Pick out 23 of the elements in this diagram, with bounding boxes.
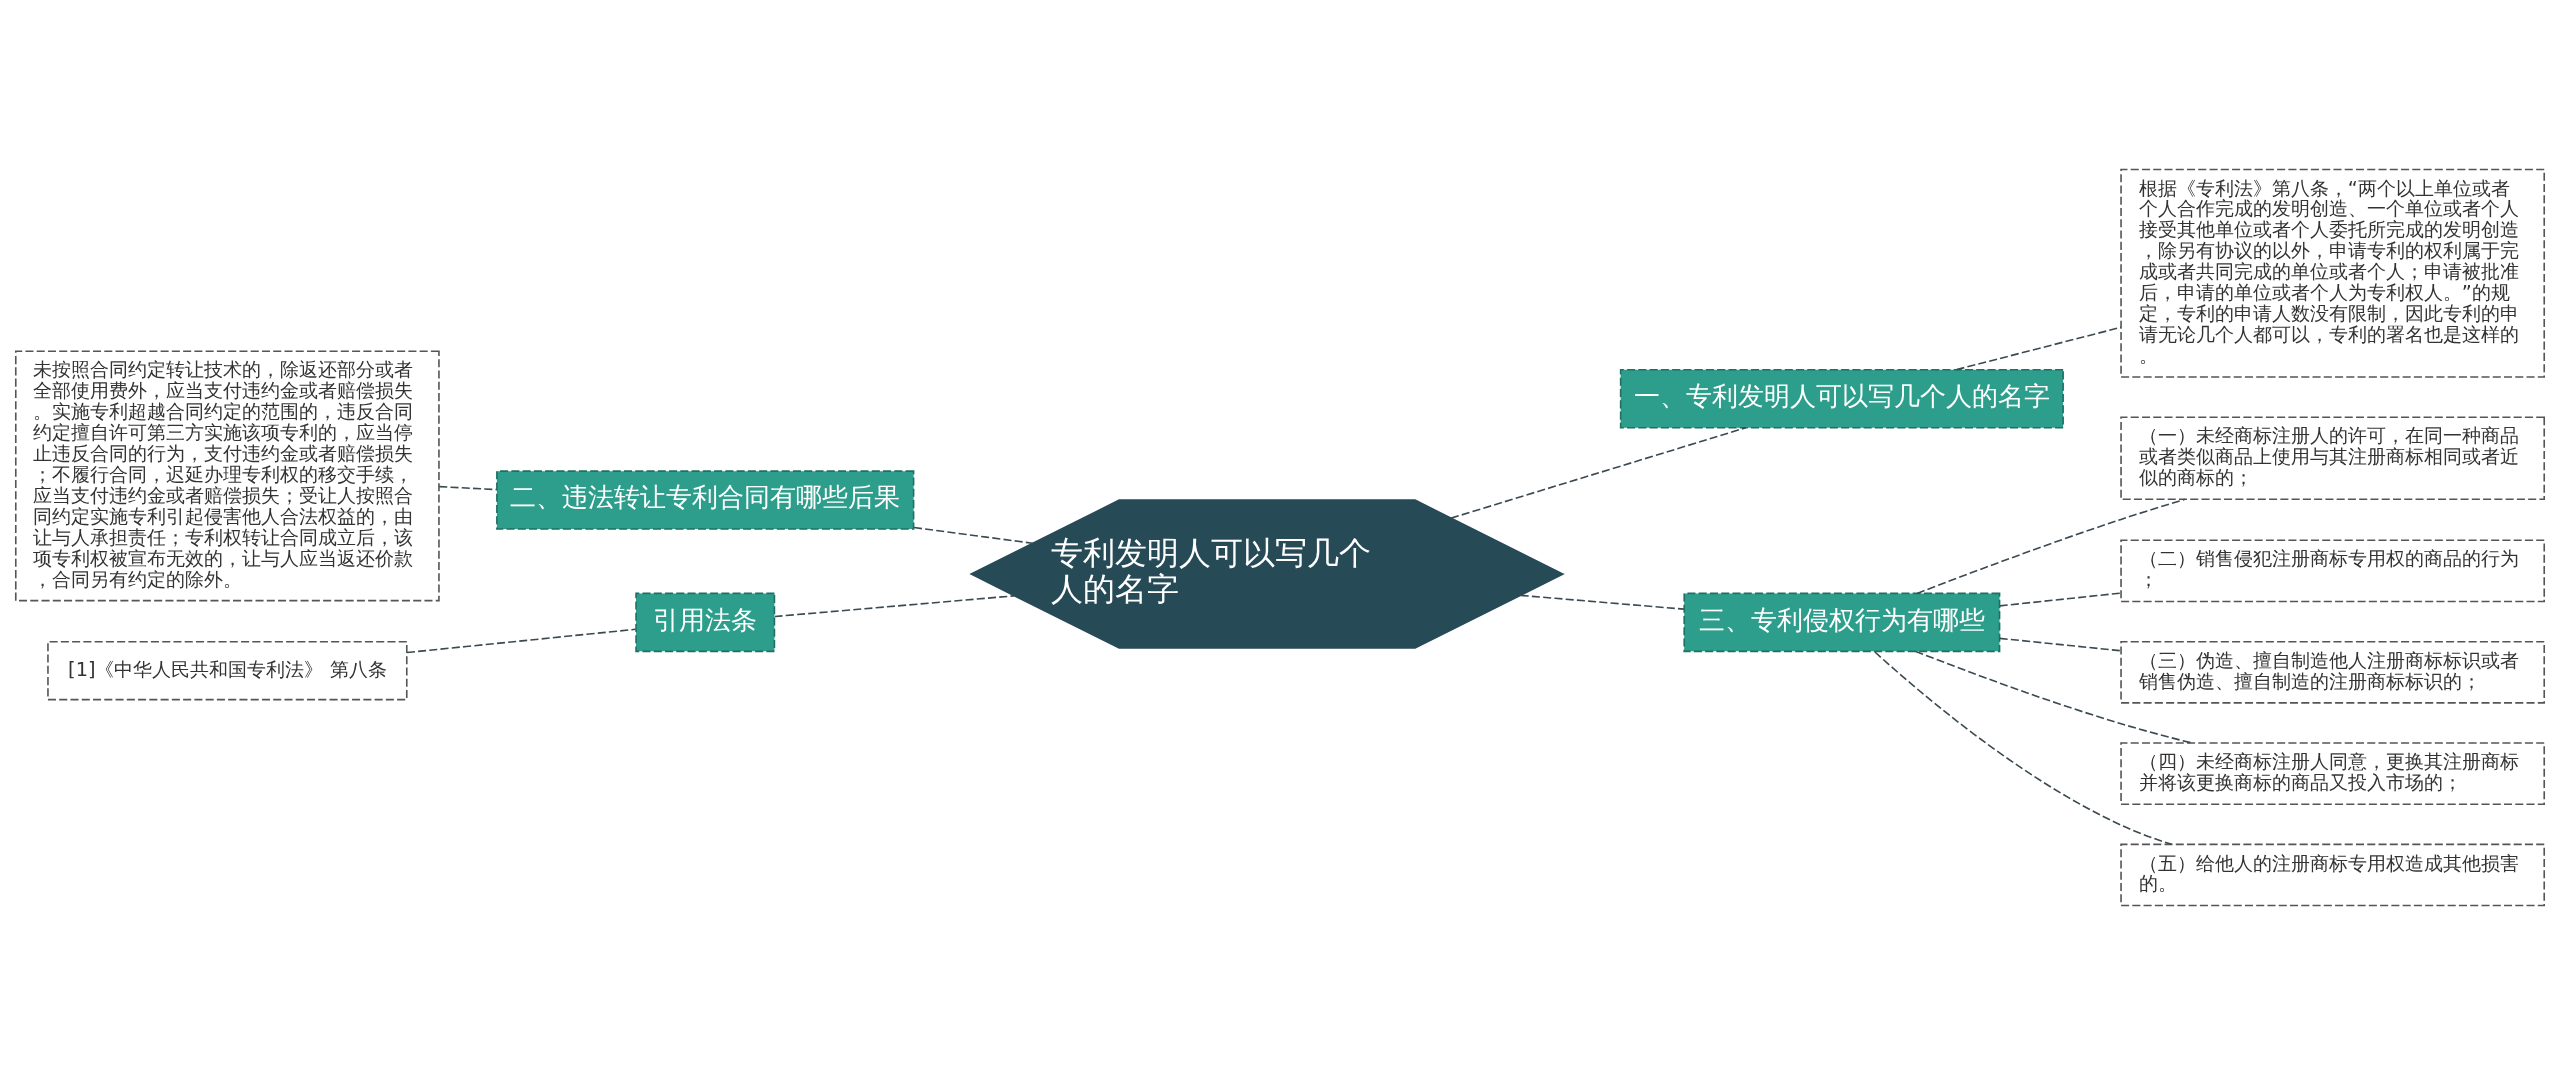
- node-box: （四）未经商标注册人同意，更换其注册商标并将该更换商标的商品又投入市场的；: [2120, 741, 2546, 805]
- node-box: （二）销售侵犯注册商标专用权的商品的行为；: [2120, 539, 2546, 602]
- node-box: （一）未经商标注册人的许可，在同一种商品或者类似商品上使用与其注册商标相同或者近似的商标的；: [2120, 415, 2546, 500]
- connector: [1955, 326, 2122, 370]
- node-box: 三、专利侵权行为有哪些: [1683, 592, 2001, 652]
- node-box: 引用法条: [635, 592, 776, 652]
- connector: [1519, 594, 1685, 610]
- connector: [913, 526, 1034, 544]
- node-box: （五）给他人的注册商标专用权造成其他损害的。: [2120, 843, 2546, 906]
- connector: [1998, 591, 2122, 607]
- connector: [438, 485, 498, 490]
- node-box: 根据《专利法》第八条，“两个以上单位或者个人合作完成的发明创造、一个单位或者个人接受其他单位或者个人委托所完成的发明创造，除另有协议的以外，申请专利的权利属于完成或者共同完成的单位或者个人；申请被批准后，申请的单位或者个人为专利权人。”的规定，专利的申请人数没有限制，因此专利的申请无论几个人都可以，专利的署名也是这样的。: [2120, 168, 2546, 378]
- connector: [1998, 637, 2122, 652]
- connector: [1916, 498, 2186, 594]
- connector: [1450, 426, 1747, 519]
- connector: [1914, 650, 2193, 744]
- node-box: 二、违法转让专利合同有哪些后果: [496, 469, 915, 530]
- node-box: （三）伪造、擅自制造他人注册商标标识或者销售伪造、擅自制造的注册商标标识的；: [2120, 640, 2546, 704]
- connector: [774, 594, 1015, 617]
- connector: [406, 628, 637, 653]
- node-box: 未按照合同约定转让技术的，除返还部分或者全部使用费外，应当支付违约金或者赔偿损失。实施专利超越合同约定的范围的，违反合同约定擅自许可第三方实施该项专利的，应当停止违反合同的行为，支付违约金或者赔偿损失；不履行合同，迟延办理专利权的移交手续，应当支付违约金或者赔偿损失；受让人按照合同约定实施专利引起侵害他人合法权益的，由让与人承担责任；专利权转让合同成立后，该项专利权被宣布无效的，让与人应当返还价款，合同另有约定的除外。: [14, 349, 440, 601]
- node-box: 一、专利发明人可以写几个人的名字: [1619, 368, 2064, 428]
- node-box: [1]《中华人民共和国专利法》 第八条: [47, 640, 408, 700]
